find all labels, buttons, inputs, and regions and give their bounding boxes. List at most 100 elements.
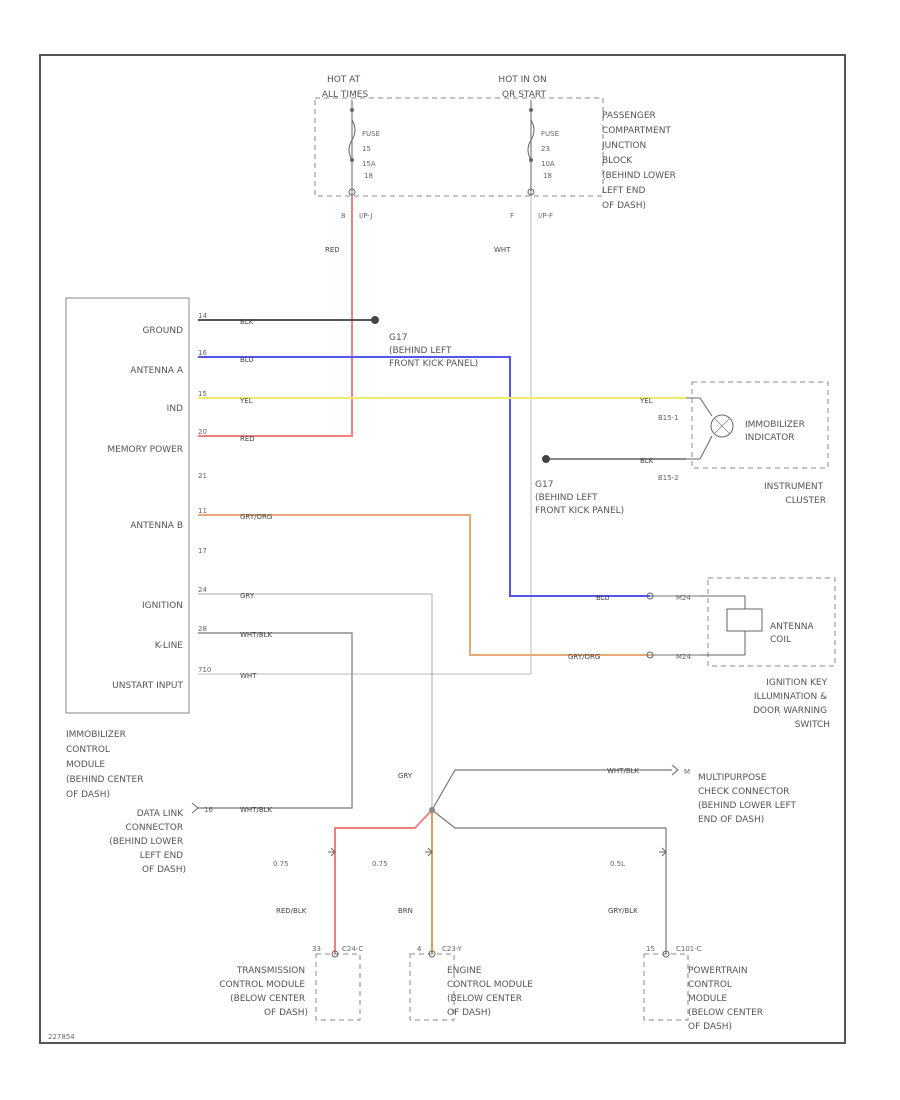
module-pin: 16 bbox=[198, 349, 207, 357]
module-antenna-b: ANTENNA B bbox=[130, 521, 183, 531]
instrument-cluster: B15-1 B15-2 IMMOBILIZER INDICATOR INSTRU… bbox=[658, 381, 829, 506]
hot-label-1: HOT AT ALL TIMES bbox=[322, 75, 369, 100]
blu-wire bbox=[198, 356, 650, 597]
svg-text:WHT/BLK: WHT/BLK bbox=[240, 631, 273, 639]
module-ind: IND bbox=[167, 404, 183, 414]
module-pin: 14 bbox=[198, 312, 207, 320]
junction-block: HOT AT ALL TIMES HOT IN ON OR START FUSE… bbox=[314, 75, 679, 220]
svg-text:M24: M24 bbox=[676, 653, 691, 661]
svg-text:0.75: 0.75 bbox=[273, 860, 289, 868]
fuse2-out-pin: F bbox=[510, 212, 514, 220]
svg-text:BLU: BLU bbox=[596, 594, 609, 602]
svg-text:YEL: YEL bbox=[639, 397, 653, 405]
indicator-lamp-icon bbox=[710, 414, 734, 438]
immobilizer-module: GROUND ANTENNA A IND MEMORY POWER ANTENN… bbox=[65, 297, 211, 800]
svg-text:WHT/BLK: WHT/BLK bbox=[607, 767, 640, 775]
svg-text:YEL: YEL bbox=[239, 397, 253, 405]
svg-text:33: 33 bbox=[312, 945, 321, 953]
figure-number: 227854 bbox=[48, 1033, 75, 1041]
svg-text:GRY/ORG: GRY/ORG bbox=[568, 653, 600, 661]
svg-text:POWERTRAIN CONTROL: POWERTRAIN CONTROL MODULE (BELOW CENTER … bbox=[688, 966, 766, 1032]
splice-markers: 0.75 0.75 0.5L bbox=[273, 807, 667, 868]
module-pin: 17 bbox=[198, 547, 207, 555]
multipurpose-check-connector: M MULTIPURPOSE CHECK CONNECTOR (BEHIND L… bbox=[671, 764, 799, 825]
hot-label-2: HOT IN ON OR START bbox=[498, 75, 549, 100]
svg-text:16: 16 bbox=[204, 806, 213, 814]
svg-text:GRY/ORG: GRY/ORG bbox=[240, 513, 272, 521]
fuse1-out-conn: I/P-J bbox=[359, 212, 372, 220]
data-link-connector: 16 DATA LINK CONNECTOR (BEHIND LOWER LEF… bbox=[109, 802, 213, 875]
ground-g17-lower: G17 (BEHIND LEFT FRONT KICK PANEL) bbox=[535, 455, 624, 516]
svg-text:0.75: 0.75 bbox=[372, 860, 388, 868]
svg-text:ANTENNA COIL: ANTENNA COIL bbox=[770, 622, 817, 645]
fuse1-out-pin: 8 bbox=[341, 212, 345, 220]
wht-blk-wire bbox=[198, 632, 353, 809]
module-pin: 28 bbox=[198, 625, 207, 633]
fuse2-label: FUSE 23 10A bbox=[541, 130, 561, 168]
module-pin: 21 bbox=[198, 472, 207, 480]
module-k-line: K-LINE bbox=[155, 641, 184, 651]
svg-text:B15-1: B15-1 bbox=[658, 414, 679, 422]
svg-text:G17 (BEHIND LEFT F: G17 (BEHIND LEFT FRONT KICK PANEL) bbox=[535, 480, 624, 516]
wires bbox=[198, 196, 700, 954]
svg-text:15: 15 bbox=[646, 945, 655, 953]
fuse2-terminal bbox=[527, 188, 535, 196]
svg-text:RED: RED bbox=[240, 435, 255, 443]
gry-wire bbox=[198, 593, 433, 810]
svg-text:WHT/BLK: WHT/BLK bbox=[240, 806, 273, 814]
svg-text:GRY: GRY bbox=[398, 772, 413, 780]
svg-text:TRANSMISSION CONTROL MOD: TRANSMISSION CONTROL MODULE (BELOW CENTE… bbox=[219, 966, 308, 1018]
svg-text:BRN: BRN bbox=[398, 907, 413, 915]
red-wire bbox=[198, 196, 353, 437]
module-antenna-a: ANTENNA A bbox=[130, 366, 184, 376]
svg-text:BLK: BLK bbox=[640, 457, 654, 465]
svg-text:0.5L: 0.5L bbox=[610, 860, 625, 868]
antenna-coil-switch: M24 M24 ANTENNA COIL IGNITION KEY ILLUMI… bbox=[646, 577, 836, 730]
svg-text:M24: M24 bbox=[676, 594, 691, 602]
junction-block-label: PASSENGER COMPARTMENT JUNCTION BLOCK (BE… bbox=[601, 111, 679, 211]
powertrain-control-module: 15 C101-C POWERTRAIN CONTROL MODULE (BEL… bbox=[643, 945, 766, 1032]
svg-text:RED: RED bbox=[325, 246, 340, 254]
fuse1-pin: 18 bbox=[364, 172, 373, 180]
svg-text:MULTIPURPOSE CHECK CONNE: MULTIPURPOSE CHECK CONNECTOR (BEHIND LOW… bbox=[698, 773, 799, 825]
fuse1-terminal bbox=[348, 188, 356, 196]
gry-blk-wire bbox=[431, 809, 667, 954]
svg-text:ENGINE CONTROL MODULE: ENGINE CONTROL MODULE (BELOW CENTER OF D… bbox=[447, 966, 536, 1018]
svg-text:GRY: GRY bbox=[240, 592, 255, 600]
mpcc-wire bbox=[431, 769, 672, 811]
wire-labels: RED WHT BLK BLU YEL RED GRY/ORG GRY WHT/… bbox=[239, 246, 654, 915]
fuse2-pin: 18 bbox=[543, 172, 552, 180]
engine-control-module: 4 C23-Y ENGINE CONTROL MODULE (BELOW CEN… bbox=[409, 945, 536, 1021]
svg-text:C101-C: C101-C bbox=[676, 945, 702, 953]
svg-text:BLU: BLU bbox=[240, 356, 253, 364]
svg-text:IMMOBILIZER INDICATOR: IMMOBILIZER INDICATOR bbox=[745, 420, 808, 443]
module-pin: 24 bbox=[198, 586, 207, 594]
svg-text:IGNITION KEY ILLUMINATIO: IGNITION KEY ILLUMINATION & DOOR WARNING… bbox=[753, 678, 830, 730]
svg-text:WHT: WHT bbox=[494, 246, 511, 254]
module-ground: GROUND bbox=[142, 326, 183, 336]
svg-text:G17 (BEHIND LEFT F: G17 (BEHIND LEFT FRONT KICK PANEL) bbox=[389, 333, 478, 369]
svg-text:4: 4 bbox=[417, 945, 422, 953]
ground-symbol bbox=[542, 455, 550, 463]
svg-text:RED/BLK: RED/BLK bbox=[276, 907, 307, 915]
module-label: IMMOBILIZER CONTROL MODULE (BEHIND CENTE… bbox=[66, 730, 146, 800]
module-unstart: UNSTART INPUT bbox=[112, 681, 183, 691]
svg-text:BLK: BLK bbox=[240, 318, 254, 326]
ground-g17-upper: G17 (BEHIND LEFT FRONT KICK PANEL) bbox=[371, 316, 478, 369]
fuse2-out-conn: I/P-F bbox=[538, 212, 553, 220]
module-pin: 15 bbox=[198, 390, 207, 398]
module-ignition: IGNITION bbox=[142, 601, 183, 611]
ground-symbol bbox=[371, 316, 379, 324]
red-blk-wire bbox=[334, 809, 433, 954]
svg-text:C23-Y: C23-Y bbox=[442, 945, 462, 953]
module-memory-power: MEMORY POWER bbox=[107, 445, 183, 455]
module-pin: 11 bbox=[198, 507, 207, 515]
svg-text:DATA LINK CONNECTOR: DATA LINK CONNECTOR (BEHIND LOWER LEFT E… bbox=[109, 809, 186, 875]
module-pin: 710 bbox=[198, 666, 211, 674]
gry-org-wire bbox=[198, 514, 650, 656]
wht-wire bbox=[198, 196, 532, 675]
diagram-border bbox=[39, 54, 846, 1044]
svg-text:B15-2: B15-2 bbox=[658, 474, 679, 482]
coil-icon bbox=[726, 608, 763, 632]
